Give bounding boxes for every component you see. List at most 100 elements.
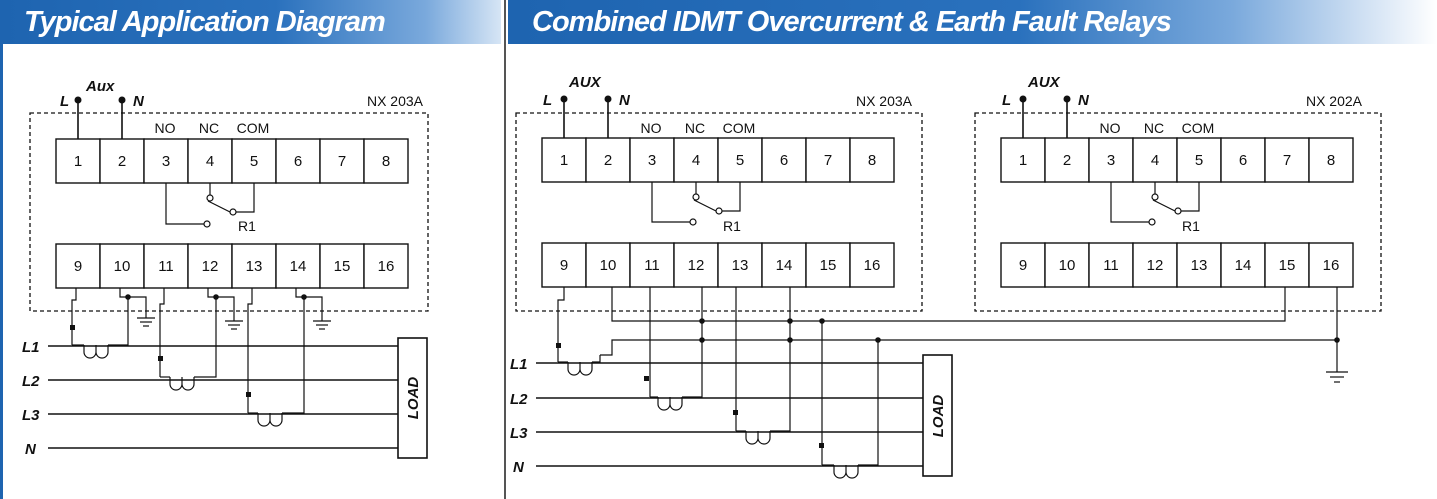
left-terminal-6: 6 [294, 153, 302, 170]
left-terminal-16: 16 [378, 258, 395, 275]
left-n-label: N [133, 93, 145, 110]
relay-b-r1-label: R1 [1182, 218, 1200, 234]
relay-b-model: NX 202A [1306, 93, 1363, 109]
left-top-terminal-block: 1 2 3 4 5 6 7 8 [55, 138, 409, 184]
left-edge-rule [0, 44, 3, 499]
left-terminal-12: 12 [202, 258, 219, 275]
left-terminal-9: 9 [74, 258, 82, 275]
relay-b-terminal-12: 12 [1147, 257, 1164, 274]
relay-b-terminal-9: 9 [1019, 257, 1027, 274]
relay-b-terminal-13: 13 [1191, 257, 1208, 274]
left-aux-label: Aux [85, 78, 115, 95]
left-terminal-13: 13 [246, 258, 263, 275]
left-terminal-1: 1 [74, 153, 82, 170]
relay-a-terminal-12: 12 [688, 257, 705, 274]
left-terminal-3: 3 [162, 153, 170, 170]
relay-b-terminal-3: 3 [1107, 152, 1115, 169]
relay-b-terminal-8: 8 [1327, 152, 1335, 169]
left-terminal-10: 10 [114, 258, 131, 275]
left-line-l3: L3 [22, 407, 40, 424]
relay-b-no-label: NO [1100, 120, 1121, 136]
relay-a-terminal-8: 8 [868, 152, 876, 169]
panel-divider [504, 0, 506, 499]
right-line-l2: L2 [510, 391, 528, 408]
right-load-label: LOAD [930, 395, 947, 438]
relay-a-terminal-5: 5 [736, 152, 744, 169]
relay-b-terminal-16: 16 [1323, 257, 1340, 274]
relay-a-terminal-7: 7 [824, 152, 832, 169]
left-panel-title: Typical Application Diagram [0, 0, 501, 44]
relay-b-terminal-2: 2 [1063, 152, 1071, 169]
left-title-text: Typical Application Diagram [24, 5, 386, 38]
left-nc-label: NC [199, 120, 219, 136]
left-relay-enclosure [29, 112, 429, 312]
relay-b-n-label: N [1078, 92, 1090, 109]
relay-a-no-label: NO [641, 120, 662, 136]
relay-a-terminal-15: 15 [820, 257, 837, 274]
relay-b-terminal-10: 10 [1059, 257, 1076, 274]
relay-a-terminal-14: 14 [776, 257, 793, 274]
relay-a-bottom-terminal-block: 9 10 11 12 13 14 15 16 [541, 242, 895, 288]
relay-b-terminal-11: 11 [1103, 257, 1119, 274]
relay-a-model: NX 203A [856, 93, 913, 109]
relay-b-terminal-5: 5 [1195, 152, 1203, 169]
relay-a-terminal-4: 4 [692, 152, 700, 169]
left-terminal-7: 7 [338, 153, 346, 170]
left-com-label: COM [237, 120, 270, 136]
relay-a-l-label: L [543, 92, 552, 109]
relay-a-terminal-16: 16 [864, 257, 881, 274]
relay-a-terminal-10: 10 [600, 257, 617, 274]
left-load-box [397, 337, 428, 459]
right-relay-nx202a: NX 202A L AUX N NO NC COM 1 2 3 4 5 6 7 … [974, 74, 1382, 312]
relay-a-terminal-1: 1 [560, 152, 568, 169]
relay-b-terminal-15: 15 [1279, 257, 1296, 274]
left-terminal-2: 2 [118, 153, 126, 170]
left-relay-model: NX 203A [367, 93, 424, 109]
relay-a-enclosure [515, 112, 923, 312]
relay-b-terminal-6: 6 [1239, 152, 1247, 169]
relay-a-nc-label: NC [685, 120, 705, 136]
relay-a-terminal-9: 9 [560, 257, 568, 274]
left-terminal-5: 5 [250, 153, 258, 170]
relay-b-l-label: L [1002, 92, 1011, 109]
right-load-box [922, 354, 953, 477]
relay-a-aux-label: AUX [568, 74, 602, 91]
relay-b-top-terminal-block: 1 2 3 4 5 6 7 8 [1000, 137, 1354, 183]
relay-a-top-terminal-block: 1 2 3 4 5 6 7 8 [541, 137, 895, 183]
left-r1-label: R1 [238, 218, 256, 234]
left-line-l1: L1 [22, 339, 40, 356]
relay-a-com-label: COM [723, 120, 756, 136]
right-relay-nx203a: NX 203A L AUX N NO NC COM 1 2 3 4 5 6 7 … [515, 74, 923, 312]
left-terminal-4: 4 [206, 153, 214, 170]
right-line-l1: L1 [510, 356, 528, 373]
right-ct-wiring [556, 287, 1348, 479]
left-terminal-8: 8 [382, 153, 390, 170]
left-relay-nx203a: NX 203A L Aux N NO NC COM 1 2 3 4 5 6 7 … [22, 78, 429, 459]
relay-b-com-label: COM [1182, 120, 1215, 136]
left-ct-wiring [70, 288, 331, 427]
right-line-l3: L3 [510, 425, 528, 442]
left-bottom-terminal-block: 9 10 11 12 13 14 15 16 [55, 243, 409, 289]
right-power-lines: L1 L2 L3 N LOAD [510, 354, 953, 477]
right-panel-title: Combined IDMT Overcurrent & Earth Fault … [508, 0, 1437, 44]
right-title-text: Combined IDMT Overcurrent & Earth Fault … [532, 5, 1172, 38]
left-line-l2: L2 [22, 373, 40, 390]
relay-a-terminal-13: 13 [732, 257, 749, 274]
left-relay-contact-r1: R1 [165, 183, 256, 234]
relay-a-n-label: N [619, 92, 631, 109]
left-load-label: LOAD [405, 377, 422, 420]
left-line-n: N [25, 441, 37, 458]
relay-b-terminal-14: 14 [1235, 257, 1252, 274]
left-l-label: L [60, 93, 69, 110]
left-terminal-15: 15 [334, 258, 351, 275]
relay-b-contact-r1: R1 [1110, 182, 1200, 234]
left-no-label: NO [155, 120, 176, 136]
left-terminal-11: 11 [158, 258, 174, 275]
right-line-n: N [513, 459, 525, 476]
relay-b-terminal-7: 7 [1283, 152, 1291, 169]
relay-b-nc-label: NC [1144, 120, 1164, 136]
relay-b-bottom-terminal-block: 9 10 11 12 13 14 15 16 [1000, 242, 1354, 288]
relay-b-enclosure [974, 112, 1382, 312]
relay-a-contact-r1: R1 [651, 182, 741, 234]
relay-b-aux-label: AUX [1027, 74, 1061, 91]
